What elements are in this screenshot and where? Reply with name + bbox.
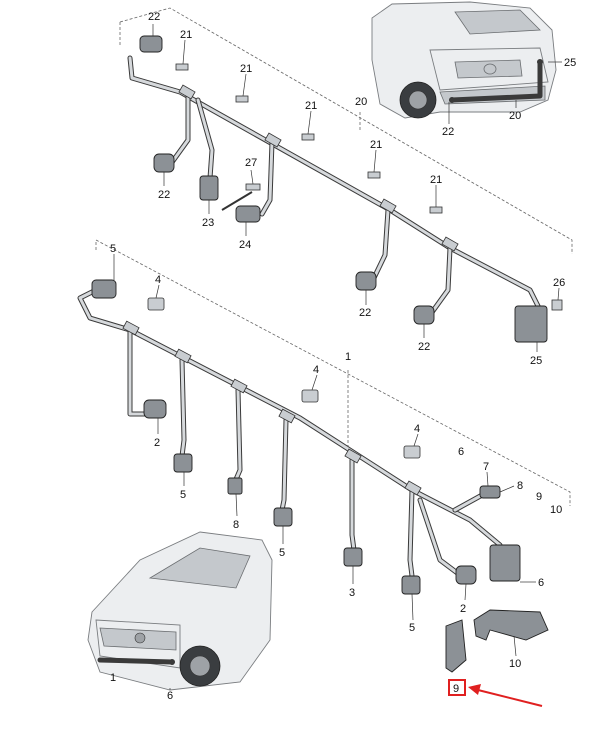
callout-labels: 22 21 21 21 21 21 20 22 23 27 24 22 22 2… <box>110 11 576 702</box>
rear-car-illustration <box>371 1 557 119</box>
callout-22: 22 <box>442 126 454 138</box>
callout-24: 24 <box>239 239 251 251</box>
callout-26: 26 <box>553 277 565 289</box>
callout-22: 22 <box>148 11 160 23</box>
callout-21: 21 <box>370 139 382 151</box>
callout-23: 23 <box>202 217 214 229</box>
highlight-arrow-icon <box>477 689 543 707</box>
callout-10: 10 <box>550 504 562 516</box>
callout-2: 2 <box>460 603 466 615</box>
callout-2: 2 <box>154 437 160 449</box>
callout-5: 5 <box>110 243 116 255</box>
callout-5: 5 <box>409 622 415 634</box>
front-car-illustration <box>87 531 273 691</box>
rear-wiring-harness <box>127 35 563 343</box>
callout-22: 22 <box>158 189 170 201</box>
callout-5: 5 <box>180 489 186 501</box>
callout-6: 6 <box>458 446 464 458</box>
leader-lines <box>113 24 562 690</box>
callout-8: 8 <box>233 519 239 531</box>
callout-21: 21 <box>305 100 317 112</box>
highlight-marker <box>448 679 543 707</box>
callout-20: 20 <box>355 96 367 108</box>
callout-1: 1 <box>345 351 351 363</box>
callout-22: 22 <box>359 307 371 319</box>
callout-6: 6 <box>167 690 173 702</box>
highlight-box <box>448 679 466 696</box>
callout-25: 25 <box>564 57 576 69</box>
callout-21: 21 <box>430 174 442 186</box>
callout-6: 6 <box>538 577 544 589</box>
callout-20: 20 <box>509 110 521 122</box>
front-wiring-harness <box>77 279 549 673</box>
callout-3: 3 <box>349 587 355 599</box>
callout-9-highlighted: 9 <box>453 683 459 695</box>
callout-9: 9 <box>536 491 542 503</box>
callout-21: 21 <box>240 63 252 75</box>
callout-4: 4 <box>414 423 420 435</box>
callout-7: 7 <box>483 461 489 473</box>
highlight-arrowhead-icon <box>468 684 481 695</box>
callout-5: 5 <box>279 547 285 559</box>
callout-21: 21 <box>180 29 192 41</box>
callout-4: 4 <box>313 364 319 376</box>
assembly-frames <box>95 7 573 506</box>
callout-4: 4 <box>155 274 161 286</box>
callout-1: 1 <box>110 672 116 684</box>
callout-25: 25 <box>530 355 542 367</box>
callout-10: 10 <box>509 658 521 670</box>
callout-27: 27 <box>245 157 257 169</box>
callout-22: 22 <box>418 341 430 353</box>
callout-8: 8 <box>517 480 523 492</box>
